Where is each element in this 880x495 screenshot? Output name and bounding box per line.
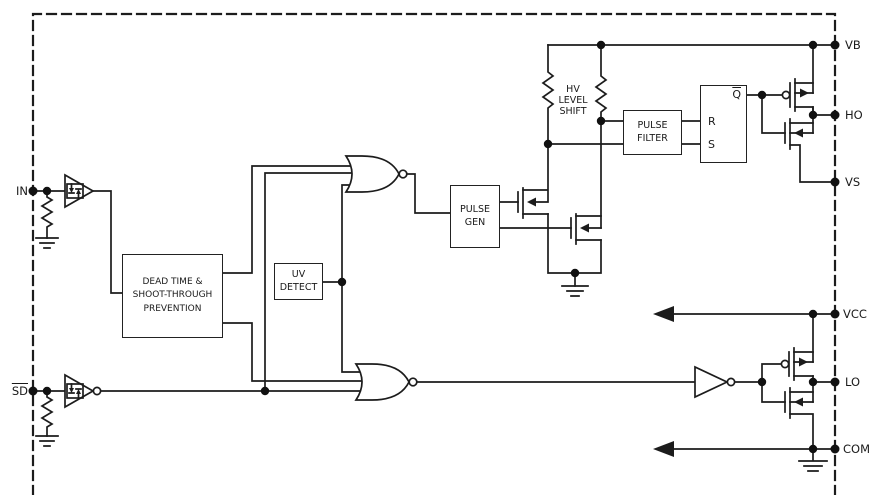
ground-icon-in (35, 237, 59, 249)
pin-label-sd: SD (11, 384, 28, 398)
esd-clamp-icon (66, 183, 84, 199)
level-shift-nmos-left (517, 143, 549, 219)
uv-detect-line2: DETECT (279, 281, 318, 293)
top-nor-gate (344, 155, 408, 193)
pin-label-com: COM (843, 442, 871, 456)
hv-level-shift-resistor-right (594, 44, 608, 229)
pin-label-vs: VS (845, 175, 861, 189)
pin-label-vcc: VCC (843, 307, 867, 321)
pulse-filter-block: PULSE FILTER (623, 110, 682, 155)
ic-boundary-dashed-border (31, 12, 837, 495)
pin-dots (28, 40, 840, 454)
junction-dots (42, 40, 818, 454)
pulse-gen-line1: PULSE (459, 204, 490, 216)
dead-time-line3: PREVENTION (143, 303, 202, 314)
ho-nmos (784, 118, 836, 183)
dead-time-line1: DEAD TIME & (142, 277, 203, 288)
in-pulldown-resistor (40, 190, 54, 239)
pulse-gen-block: PULSE GEN (450, 185, 500, 248)
hv-level-shift-resistor-left (541, 44, 555, 145)
dead-time-block: DEAD TIME & SHOOT-THROUGH PREVENTION (122, 254, 223, 338)
rs-latch-block: Q R S (700, 85, 747, 163)
in-schmitt-buffer (64, 173, 95, 209)
lo-nmos (784, 387, 814, 450)
pulse-gen-line2: GEN (464, 216, 486, 228)
lo-inverter (694, 365, 736, 399)
pulse-filter-line2: FILTER (637, 132, 668, 144)
pulse-filter-line1: PULSE (637, 120, 668, 132)
latch-r-label: R (708, 115, 716, 128)
ground-icon-com (798, 448, 828, 472)
hv-level-shift-label: HV LEVEL SHIFT (558, 84, 588, 118)
uv-detect-line1: UV (291, 269, 306, 281)
level-shift-nmos-right (570, 213, 602, 245)
lo-pmos (780, 347, 814, 381)
latch-s-label: S (708, 138, 715, 151)
bottom-nor-gate (354, 363, 418, 401)
sd-pulldown-resistor (40, 390, 54, 437)
dead-time-line2: SHOOT-THROUGH (132, 290, 213, 301)
pin-label-in: IN (16, 184, 28, 198)
pin-label-lo: LO (845, 375, 861, 389)
ho-pmos (781, 78, 814, 116)
vcc-left-arrow (653, 306, 674, 322)
ground-icon-level-shift (561, 285, 589, 297)
ground-icon-sd (35, 435, 59, 447)
sd-inverting-buffer (64, 373, 102, 409)
uv-detect-block: UV DETECT (274, 263, 323, 300)
com-left-arrow (653, 441, 674, 457)
latch-qbar-label: Q (732, 88, 741, 101)
esd-clamp-icon (66, 383, 84, 399)
pin-label-vb: VB (845, 38, 861, 52)
pin-label-ho: HO (845, 108, 863, 122)
